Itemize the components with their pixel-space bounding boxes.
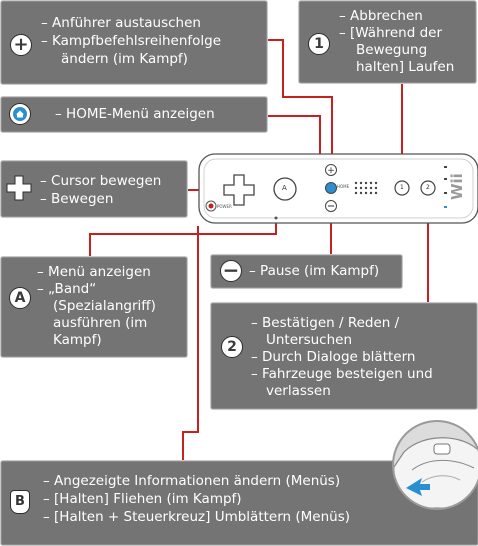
b-connector (182, 226, 199, 460)
two-line-3: – Durch Dialoge blättern (251, 349, 416, 365)
one-line-1: – Abbrechen (339, 8, 423, 24)
a-icon: A (9, 287, 31, 309)
remote-home-button (325, 182, 337, 194)
b-trigger-arrow (406, 478, 430, 496)
one-icon: 1 (308, 33, 330, 55)
two-line-1: – Bestätigen / Reden / (251, 315, 400, 331)
a-line-2: – „Band“ (37, 281, 97, 297)
remote-dpad (223, 174, 255, 206)
home-box: – HOME-Menü anzeigen (0, 96, 268, 133)
minus-line-1: – Pause (im Kampf) (249, 263, 380, 279)
one-box: 1 – Abbrechen – [Während der Bewegung ha… (298, 0, 477, 84)
remote-home-label: HOME (337, 184, 350, 189)
remote-2-label: 2 (426, 184, 430, 191)
remote-2-button (420, 180, 436, 196)
remote-a-button (273, 177, 297, 201)
home-line-1: – HOME-Menü anzeigen (55, 106, 215, 122)
remote-1-button (394, 180, 410, 196)
remote-a-label: A (282, 184, 287, 192)
remote-underside-inset (392, 420, 478, 510)
plus-connector (267, 39, 333, 162)
plus-box: + – Anführer austauschen – Kampfbefehlsr… (0, 0, 268, 85)
b-icon: B (10, 490, 30, 514)
a-line-4: ausführen (im (53, 315, 148, 331)
remote-speaker (354, 181, 378, 195)
two-icon: 2 (221, 336, 243, 358)
one-line-4: halten] Laufen (356, 59, 455, 75)
minus-box: − – Pause (im Kampf) (210, 254, 403, 289)
b-line-1: – Angezeigte Informationen ändern (Menüs… (43, 473, 341, 489)
home-icon (9, 103, 31, 125)
remote-plus-button (325, 164, 337, 176)
two-line-2: Untersuchen (266, 332, 353, 348)
dpad-line-2: – Bewegen (40, 191, 114, 207)
two-line-5: verlassen (266, 383, 331, 399)
a-line-5: Kampf) (53, 332, 102, 348)
plus-line-2: – Kampfbefehlsreihenfolge (41, 33, 222, 49)
minus-icon: − (220, 260, 242, 282)
b-line-2: – [Halten] Fliehen (im Kampf) (43, 491, 242, 507)
svg-text:+: + (327, 166, 335, 176)
dpad-line-1: – Cursor bewegen (40, 173, 162, 189)
a-box: A – Menü anzeigen – „Band“ (Spezialangri… (0, 256, 188, 358)
one-line-3: Bewegung (356, 42, 428, 58)
remote-logo: Wii (448, 173, 466, 200)
a-line-3: (Spezialangriff) (53, 298, 156, 314)
remote-1-label: 1 (400, 184, 404, 191)
two-box: 2 – Bestätigen / Reden / Untersuchen – D… (210, 302, 478, 410)
player-leds (444, 166, 447, 208)
plus-line-1: – Anführer austauschen (41, 15, 201, 31)
dpad-icon (6, 175, 32, 201)
two-line-4: – Fahrzeuge besteigen und (251, 366, 433, 382)
plus-line-3: ändern (im Kampf) (61, 51, 188, 67)
remote-power-label: POWER (217, 204, 232, 209)
remote-body (198, 153, 478, 224)
dpad-box: – Cursor bewegen – Bewegen (0, 160, 188, 218)
plus-icon: + (10, 34, 32, 56)
a-line-1: – Menü anzeigen (37, 264, 151, 280)
b-line-3: – [Halten + Steuerkreuz] Umblättern (Men… (43, 509, 350, 525)
one-line-2: – [Während der (339, 25, 443, 41)
